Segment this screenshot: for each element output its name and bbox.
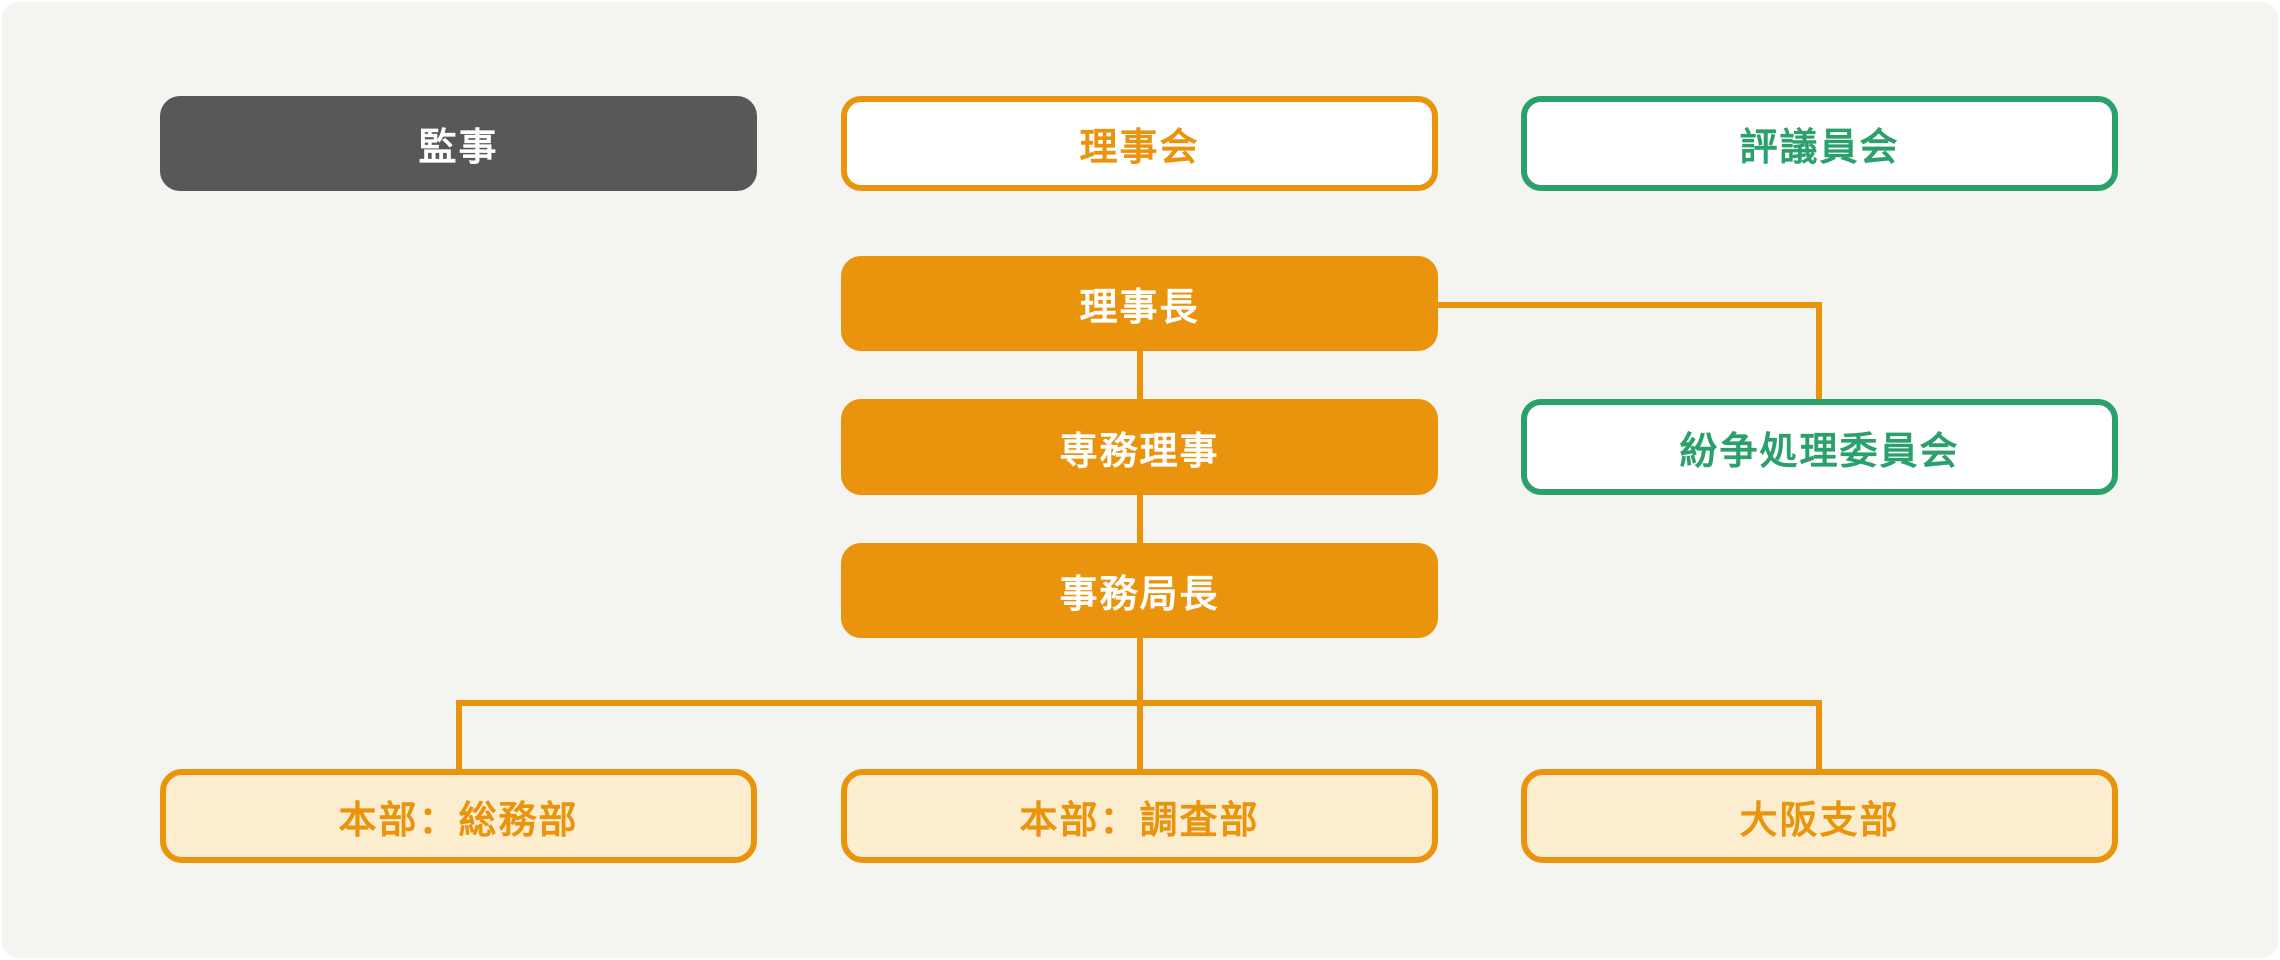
node-board-of-directors-label: 理事会 (1079, 127, 1200, 169)
connector-president-dispute-vertical (1816, 302, 1822, 399)
connector-secretary-general-branch-line (1137, 638, 1143, 702)
connector-drop-hq-general-affairs (456, 700, 462, 769)
node-president: 理事長 (841, 256, 1438, 351)
node-managing-director-label: 専務理事 (1059, 430, 1220, 473)
connector-drop-osaka-branch (1816, 700, 1822, 769)
node-hq-general-affairs-label: 本部：総務部 (338, 799, 579, 842)
connector-president-managing-director (1137, 351, 1143, 399)
node-board-of-directors: 理事会 (841, 96, 1438, 191)
node-secretary-general: 事務局長 (841, 543, 1438, 638)
node-osaka-branch-label: 大阪支部 (1739, 799, 1900, 842)
node-president-label: 理事長 (1079, 287, 1200, 329)
node-dispute-committee: 紛争処理委員会 (1521, 399, 2118, 495)
node-hq-general-affairs: 本部：総務部 (160, 769, 757, 863)
node-councillor-board-label: 評議員会 (1739, 127, 1900, 169)
node-osaka-branch: 大阪支部 (1521, 769, 2118, 863)
connector-president-dispute-horizontal (1438, 302, 1822, 308)
node-secretary-general-label: 事務局長 (1059, 574, 1220, 616)
node-auditor: 監事 (160, 96, 757, 191)
node-auditor-label: 監事 (418, 127, 499, 169)
node-dispute-committee-label: 紛争処理委員会 (1679, 430, 1960, 473)
node-councillor-board: 評議員会 (1521, 96, 2118, 191)
connector-managing-director-secretary-general (1137, 495, 1143, 543)
node-hq-research-label: 本部：調査部 (1019, 799, 1260, 842)
node-managing-director: 専務理事 (841, 399, 1438, 495)
connector-drop-hq-research (1137, 700, 1143, 769)
node-hq-research: 本部：調査部 (841, 769, 1438, 863)
